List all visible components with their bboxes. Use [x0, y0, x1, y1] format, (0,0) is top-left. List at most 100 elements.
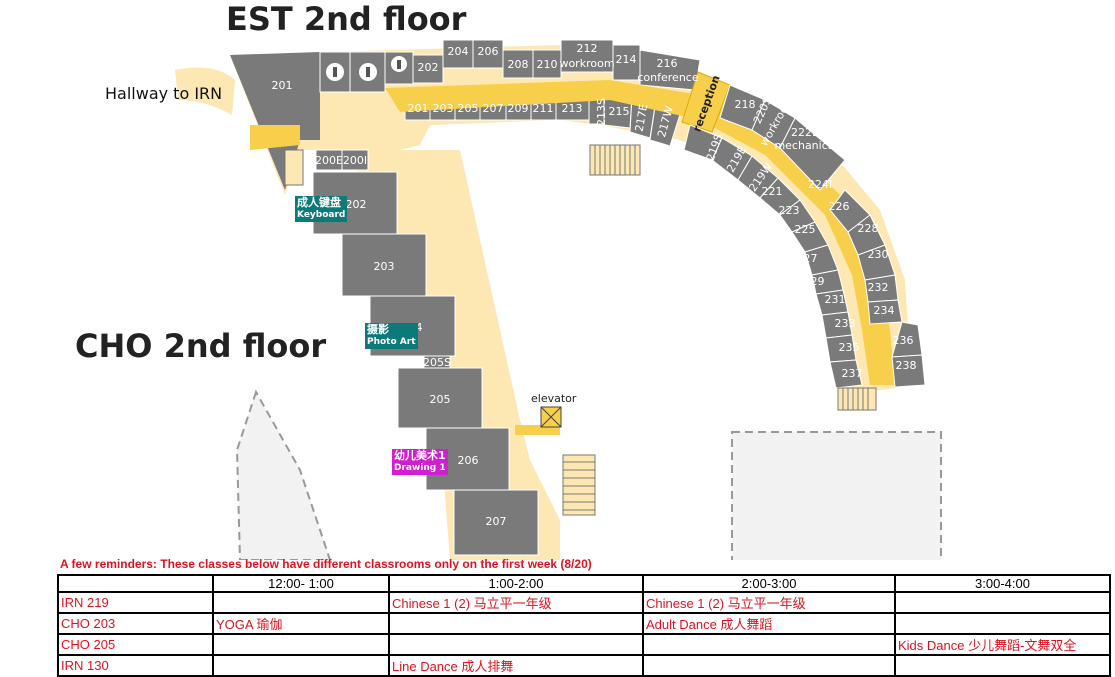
label-est-201b: 201: [408, 102, 429, 115]
keyboard-tag-zh: 成人键盘: [297, 196, 341, 209]
class-cell: [212, 591, 390, 614]
header-cell: 1:00-2:00: [388, 574, 644, 593]
label-est-221: 221: [762, 185, 783, 198]
class-cell: Adult Dance 成人舞蹈: [642, 612, 896, 635]
label-cho-206: 206: [458, 454, 479, 467]
label-cho-203: 203: [374, 260, 395, 273]
label-est-235: 235: [839, 341, 860, 354]
table-row: IRN 130 Line Dance 成人排舞: [57, 654, 1111, 677]
keyboard-tag-en: Keyboard: [297, 210, 346, 220]
room-238: [891, 354, 926, 388]
header-cell: 12:00- 1:00: [212, 574, 390, 593]
reminder-text: A few reminders: These classes below hav…: [60, 557, 592, 571]
label-est-227: 227: [797, 252, 818, 265]
table-row: CHO 203 YOGA 瑜伽 Adult Dance 成人舞蹈: [57, 612, 1111, 635]
class-cell: [642, 654, 896, 677]
drawing-1-tag-en: Drawing 1: [394, 463, 446, 473]
room-234: [867, 299, 903, 325]
courtyard-outline: [731, 431, 942, 560]
est-floor-title: EST 2nd floor: [226, 0, 467, 38]
photo-art-tag: 摄影 Photo Art: [365, 323, 418, 349]
label-cho-205s: 205S: [423, 356, 451, 369]
class-cell: Kids Dance 少儿舞蹈-文舞双全: [894, 633, 1111, 656]
header-cell: 3:00-4:00: [894, 574, 1111, 593]
label-est-229: 229: [804, 275, 825, 288]
hallway-to-irn-corridor: [175, 67, 235, 115]
label-est-213: 213: [562, 102, 583, 115]
room-cho-207: [453, 489, 539, 556]
class-cell: YOGA 瑜伽: [212, 612, 390, 635]
label-est-204: 204: [448, 45, 469, 58]
est-outer-rooms: [319, 39, 701, 93]
class-cell: [894, 591, 1111, 614]
est-curve-inner: [683, 124, 863, 389]
label-cho-202: 202: [346, 198, 367, 211]
room-206: [472, 39, 504, 69]
schedule-table: 12:00- 1:00 1:00-2:00 2:00-3:00 3:00-4:0…: [57, 574, 1111, 677]
est-curve-outer: [719, 84, 926, 388]
header-cell: [57, 574, 214, 593]
label-est-224i: 224I: [808, 178, 832, 191]
table-row: IRN 219 Chinese 1 (2) 马立平一年级 Chinese 1 (…: [57, 591, 1111, 614]
room-216: [639, 49, 701, 91]
room-202: [412, 54, 444, 84]
label-est-215: 215: [609, 105, 630, 118]
room-212: [560, 39, 614, 73]
label-cho-205: 205: [430, 393, 451, 406]
room-cell: CHO 203: [57, 612, 214, 635]
class-cell: [894, 654, 1111, 677]
floor-map: 201 202 204 206 208 210 212 workroom 214…: [175, 39, 942, 560]
label-est-212: 212: [577, 42, 598, 55]
class-cell: Chinese 1 (2) 马立平一年级: [388, 591, 644, 614]
room-cell: IRN 219: [57, 591, 214, 614]
label-est-232: 232: [868, 281, 889, 294]
label-est-213s: 213S: [595, 98, 608, 126]
room-cell: IRN 130: [57, 654, 214, 677]
class-cell: [388, 633, 644, 656]
room-cell: CHO 205: [57, 633, 214, 656]
label-est-202: 202: [418, 61, 439, 74]
label-est-237: 237: [842, 367, 863, 380]
label-est-231: 231: [825, 293, 846, 306]
label-est-203: 203: [433, 102, 454, 115]
label-cho-200i: 200I: [343, 154, 367, 167]
class-cell: [212, 633, 390, 656]
label-est-217e: 217E: [633, 103, 651, 133]
photo-art-tag-en: Photo Art: [367, 337, 416, 347]
hallway-to-irn-label: Hallway to IRN: [105, 84, 223, 103]
label-est-201: 201: [272, 79, 293, 92]
label-est-209: 209: [508, 102, 529, 115]
label-est-214: 214: [616, 53, 637, 66]
keyboard-tag: 成人键盘 Keyboard: [295, 196, 348, 222]
class-cell: Line Dance 成人排舞: [388, 654, 644, 677]
label-est-225: 225: [795, 223, 816, 236]
label-est-mechanical: mechanical: [774, 139, 837, 152]
label-est-238: 238: [896, 359, 917, 372]
label-est-206: 206: [478, 45, 499, 58]
label-est-218: 218: [735, 98, 756, 111]
room-222e: [779, 117, 846, 191]
label-est-conference: conference: [637, 71, 698, 84]
room-237: [829, 359, 863, 389]
label-est-210: 210: [537, 58, 558, 71]
cho-floor-title: CHO 2nd floor: [75, 327, 327, 365]
photo-art-tag-zh: 摄影: [367, 323, 389, 336]
label-est-207: 207: [483, 102, 504, 115]
restroom-glyphs: [333, 60, 401, 77]
label-elevator: elevator: [531, 392, 577, 405]
label-est-208: 208: [508, 58, 529, 71]
label-est-226: 226: [829, 200, 850, 213]
label-est-223: 223: [779, 204, 800, 217]
lawn-outline-1: [235, 389, 332, 560]
outdoor-outlines: [235, 389, 942, 560]
label-est-233: 233: [835, 317, 856, 330]
class-cell: [388, 612, 644, 635]
header-cell: 2:00-3:00: [642, 574, 896, 593]
drawing-1-tag: 幼儿美术1 Drawing 1: [392, 449, 448, 475]
drawing-1-tag-zh: 幼儿美术1: [394, 449, 446, 462]
label-est-236: 236: [893, 334, 914, 347]
label-est-211: 211: [533, 102, 554, 115]
label-est-228: 228: [858, 222, 879, 235]
label-cho-200e: 200E: [315, 154, 343, 167]
label-est-222e: 222E: [791, 126, 819, 139]
